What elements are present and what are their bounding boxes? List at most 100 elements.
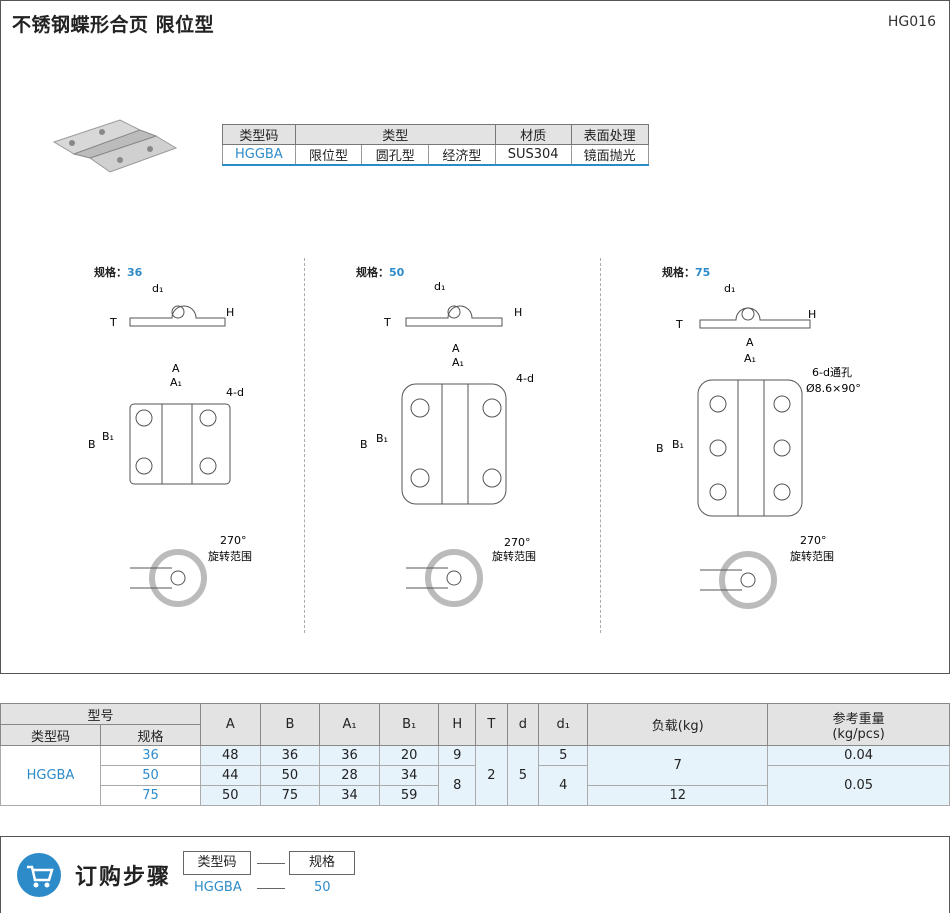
header-size: 规格 bbox=[100, 724, 201, 746]
spec-header-type-code: 类型码 bbox=[222, 124, 296, 145]
header-load: 负载(kg) bbox=[587, 703, 769, 746]
header-B1: B₁ bbox=[378, 703, 440, 746]
svg-text:H: H bbox=[808, 308, 816, 321]
svg-text:270°: 270° bbox=[800, 534, 827, 547]
svg-text:A: A bbox=[746, 336, 754, 349]
cell: 9 bbox=[438, 745, 477, 766]
svg-text:A₁: A₁ bbox=[452, 356, 464, 369]
svg-text:旋转范围: 旋转范围 bbox=[790, 549, 834, 563]
header-type-code: 类型码 bbox=[0, 724, 101, 746]
spec-header-material: 材质 bbox=[494, 124, 572, 145]
svg-text:B₁: B₁ bbox=[376, 432, 388, 445]
cell: 48 bbox=[200, 745, 261, 766]
order-value-size: 50 bbox=[314, 880, 331, 895]
svg-text:H: H bbox=[514, 306, 522, 319]
svg-text:A₁: A₁ bbox=[744, 352, 756, 365]
divider bbox=[304, 258, 305, 633]
cell: 7 bbox=[587, 745, 769, 786]
header-A1: A₁ bbox=[319, 703, 380, 746]
size-label-36: 规格：36 bbox=[94, 266, 143, 279]
header-T: T bbox=[475, 703, 508, 746]
svg-text:270°: 270° bbox=[504, 536, 531, 549]
spec-table: 类型码 类型 材质 表面处理 HGGBA 限位型 圆孔型 经济型 SUS304 … bbox=[222, 124, 649, 166]
drawing-size-75: d₁ H T A A₁ B B₁ 6-d通孔 Ø8.6×90° 270° 旋转范… bbox=[656, 282, 861, 609]
svg-text:B₁: B₁ bbox=[102, 430, 114, 443]
cell: 0.05 bbox=[767, 765, 950, 806]
cell: 20 bbox=[378, 745, 440, 766]
header-weight: 参考重量 (kg/pcs) bbox=[767, 703, 950, 746]
svg-text:4-d: 4-d bbox=[226, 386, 244, 399]
cell: 59 bbox=[378, 785, 440, 806]
row-size-50: 50 bbox=[100, 765, 201, 786]
header-d1: d₁ bbox=[538, 703, 589, 746]
spec-type-round: 圆孔型 bbox=[361, 144, 430, 166]
svg-text:旋转范围: 旋转范围 bbox=[492, 549, 536, 563]
cell: 0.04 bbox=[767, 745, 950, 766]
svg-text:4-d: 4-d bbox=[516, 372, 534, 385]
cell: 36 bbox=[319, 745, 380, 766]
divider bbox=[600, 258, 601, 633]
page-title: 不锈钢蝶形合页 限位型 bbox=[12, 14, 215, 36]
svg-text:270°: 270° bbox=[220, 534, 247, 547]
svg-text:T: T bbox=[383, 316, 391, 329]
cell-T: 2 bbox=[475, 745, 508, 806]
svg-text:T: T bbox=[675, 318, 683, 331]
drawing-size-50: d₁ H T A A₁ B B₁ 4-d 270° 旋转范围 bbox=[360, 280, 536, 607]
cell: 36 bbox=[259, 745, 321, 766]
svg-text:B: B bbox=[88, 438, 96, 451]
cell: 28 bbox=[319, 765, 380, 786]
svg-text:旋转范围: 旋转范围 bbox=[208, 549, 252, 563]
svg-text:A: A bbox=[452, 342, 460, 355]
header-H: H bbox=[438, 703, 477, 746]
cell: 4 bbox=[538, 765, 589, 806]
cart-icon bbox=[17, 853, 61, 897]
cell: 5 bbox=[538, 745, 589, 766]
row-type-code: HGGBA bbox=[0, 745, 101, 806]
svg-text:d₁: d₁ bbox=[152, 282, 163, 295]
cell: 50 bbox=[200, 785, 261, 806]
spec-type-economy: 经济型 bbox=[428, 144, 496, 166]
spec-type-code: HGGBA bbox=[222, 144, 296, 166]
cell: 34 bbox=[378, 765, 440, 786]
cell: 34 bbox=[319, 785, 380, 806]
cell: 8 bbox=[438, 765, 477, 806]
connector bbox=[257, 888, 285, 889]
svg-text:H: H bbox=[226, 306, 234, 319]
size-label-50: 规格：50 bbox=[356, 266, 405, 279]
order-title: 订购步骤 bbox=[75, 865, 172, 890]
row-size-36: 36 bbox=[100, 745, 201, 766]
svg-text:Ø8.6×90°: Ø8.6×90° bbox=[806, 382, 861, 395]
svg-text:B: B bbox=[656, 442, 664, 455]
product-code: HG016 bbox=[887, 14, 936, 30]
header-A: A bbox=[200, 703, 261, 746]
header-d: d bbox=[506, 703, 540, 746]
svg-text:6-d通孔: 6-d通孔 bbox=[812, 366, 852, 379]
svg-text:B: B bbox=[360, 438, 368, 451]
spec-header-type: 类型 bbox=[294, 124, 496, 145]
svg-text:A: A bbox=[172, 362, 180, 375]
spec-finish: 镜面抛光 bbox=[570, 144, 649, 166]
order-box-type-code: 类型码 bbox=[183, 851, 251, 875]
svg-text:d₁: d₁ bbox=[434, 280, 445, 293]
spec-material: SUS304 bbox=[494, 144, 572, 166]
cell: 44 bbox=[200, 765, 261, 786]
cell: 50 bbox=[259, 765, 321, 786]
cell: 75 bbox=[259, 785, 321, 806]
drawing-size-36: d₁ H T A A₁ B B₁ 4-d 270° 旋转范围 bbox=[88, 282, 252, 607]
spec-header-finish: 表面处理 bbox=[570, 124, 649, 145]
svg-text:d₁: d₁ bbox=[724, 282, 735, 295]
row-size-75: 75 bbox=[100, 785, 201, 806]
order-steps: 订购步骤 类型码 规格 HGGBA 50 bbox=[0, 836, 950, 913]
header-model: 型号 bbox=[0, 703, 201, 725]
svg-text:T: T bbox=[109, 316, 117, 329]
svg-text:A₁: A₁ bbox=[170, 376, 182, 389]
cell: 12 bbox=[587, 785, 769, 806]
hinge-photo bbox=[52, 119, 178, 173]
svg-text:B₁: B₁ bbox=[672, 438, 684, 451]
cell-d: 5 bbox=[506, 745, 540, 806]
connector bbox=[257, 863, 285, 864]
spec-type-limit: 限位型 bbox=[294, 144, 363, 166]
header-B: B bbox=[259, 703, 321, 746]
order-box-size: 规格 bbox=[289, 851, 355, 875]
order-value-type-code: HGGBA bbox=[194, 880, 242, 895]
